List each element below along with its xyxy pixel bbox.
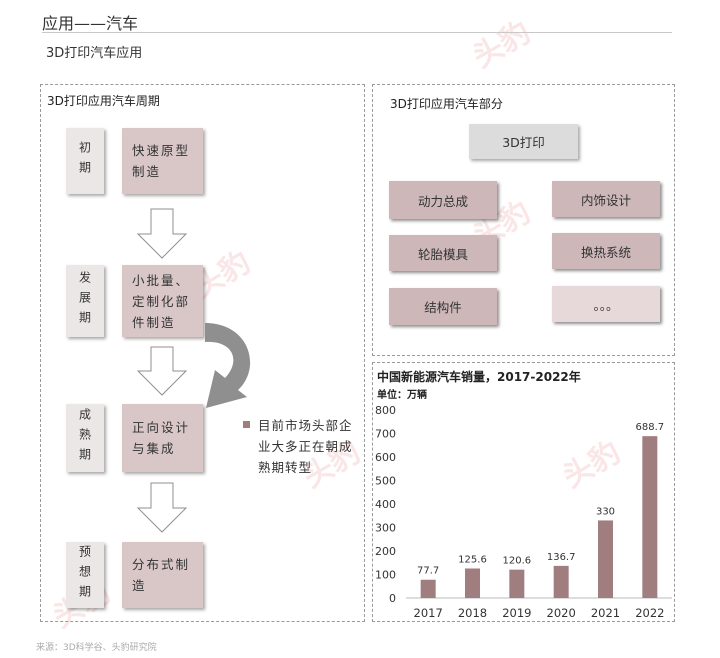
stage-label-mature: 成熟期 [66, 404, 104, 472]
bar [509, 569, 525, 598]
y-tick-label: 600 [375, 451, 396, 464]
y-tick-label: 300 [375, 522, 396, 535]
lifecycle-panel-title: 3D打印应用汽车周期 [47, 94, 160, 108]
part-structural: 结构件 [389, 288, 497, 325]
part-more: 。。。 [552, 286, 660, 322]
part-interior-design: 内饰设计 [552, 181, 660, 217]
data-label: 77.7 [417, 566, 439, 577]
bar [598, 520, 613, 598]
data-label: 330 [596, 506, 615, 517]
bar [465, 568, 480, 598]
x-tick-label: 2021 [591, 606, 620, 620]
x-tick-label: 2019 [502, 606, 531, 620]
sales-chart-panel [372, 362, 675, 622]
y-tick-label: 800 [375, 404, 396, 417]
bar [642, 436, 658, 598]
y-tick-label: 200 [375, 545, 396, 558]
y-tick-label: 100 [375, 569, 396, 582]
down-arrow-icon [136, 482, 188, 533]
y-tick-label: 0 [389, 592, 396, 605]
part-tire-mold: 轮胎模具 [389, 235, 497, 271]
title-divider [42, 32, 672, 33]
stage-label-prospective: 预想期 [66, 542, 104, 608]
parts-root-node: 3D打印 [469, 124, 578, 159]
down-arrow-icon [136, 346, 188, 396]
part-powertrain: 动力总成 [389, 181, 497, 219]
bar [553, 565, 569, 598]
page-title: 应用——汽车 [42, 14, 139, 33]
stage-note: 目前市场头部企 业大多正在朝成 熟期转型 [258, 418, 353, 475]
lifecycle-panel [40, 84, 365, 622]
stage-label-initial: 初期 [66, 128, 104, 194]
x-tick-label: 2020 [547, 606, 576, 620]
y-tick-label: 700 [375, 428, 396, 441]
part-heat-exchange: 换热系统 [552, 233, 660, 269]
stage-desc-prospective: 分布式制 造 [122, 542, 203, 608]
data-label: 120.6 [503, 556, 532, 567]
stage-label-development: 发展期 [66, 265, 104, 337]
bar [420, 579, 436, 598]
data-label: 125.6 [458, 554, 487, 565]
curved-arrow-icon [205, 323, 251, 408]
stage-desc-mature: 正向设计 与集成 [122, 404, 203, 472]
x-tick-label: 2017 [414, 606, 443, 620]
parts-panel-title: 3D打印应用汽车部分 [390, 97, 503, 111]
chart-title: 中国新能源汽车销量，2017-2022年 [377, 370, 581, 384]
data-label: 136.7 [547, 552, 576, 563]
down-arrow-icon [136, 208, 188, 259]
stage-desc-development: 小批量、 定制化部 件制造 [122, 265, 203, 337]
x-tick-label: 2022 [635, 606, 664, 620]
x-tick-label: 2018 [458, 606, 487, 620]
y-tick-label: 500 [375, 475, 396, 488]
data-label: 688.7 [636, 422, 665, 433]
note-bullet-icon [243, 421, 250, 428]
source-note: 来源：3D科学谷、头豹研究院 [36, 643, 157, 653]
chart-unit: 单位：万辆 [377, 390, 427, 401]
y-tick-label: 400 [375, 498, 396, 511]
stage-desc-initial: 快速原型 制造 [122, 128, 203, 194]
page-subtitle: 3D打印汽车应用 [46, 46, 143, 61]
parts-panel [372, 84, 675, 356]
